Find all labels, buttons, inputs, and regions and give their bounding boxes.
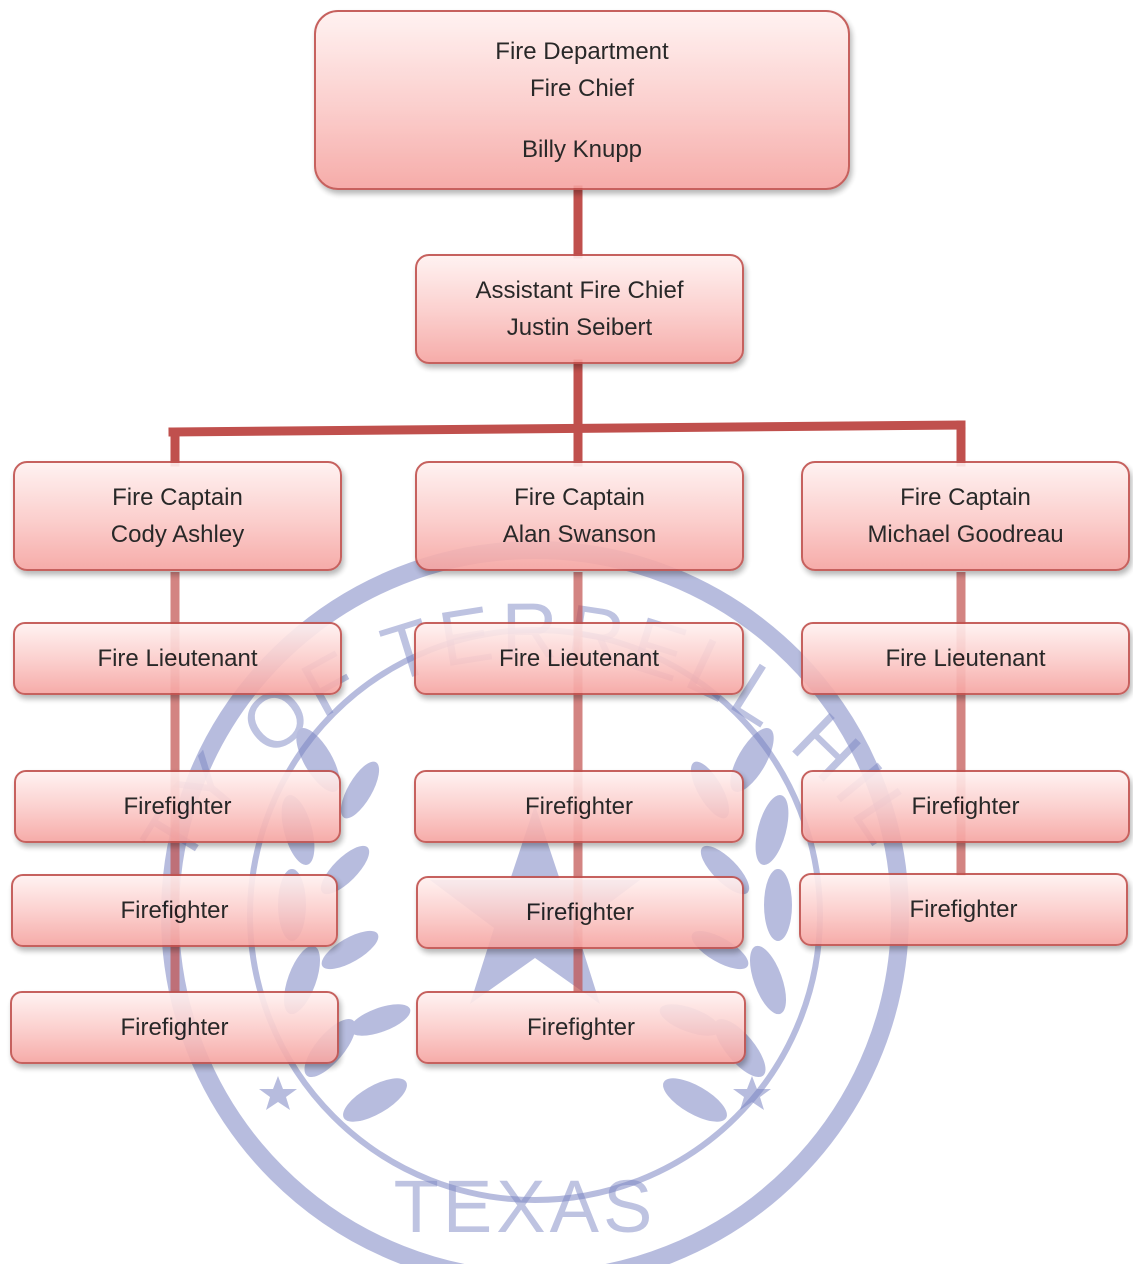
- assistant-chief-title: Assistant Fire Chief: [475, 277, 684, 304]
- firefighter-label: Firefighter: [123, 793, 232, 820]
- firefighter-box-1-3: Firefighter: [10, 991, 339, 1064]
- firefighter-label: Firefighter: [524, 793, 634, 820]
- lieutenant-box-1: Fire Lieutenant: [13, 622, 342, 695]
- seal-bottom-text: TEXAS: [394, 1165, 657, 1248]
- firefighter-box-3-2: Firefighter: [799, 873, 1128, 946]
- firefighter-box-1-2: Firefighter: [11, 874, 338, 947]
- captain-box-3: Fire Captain Michael Goodreau: [801, 461, 1130, 571]
- seal-small-star-left-icon: [259, 1076, 297, 1110]
- fire-chief-title: Fire Chief: [529, 74, 635, 102]
- fire-chief-box: Fire Department Fire Chief Billy Knupp: [314, 10, 850, 190]
- firefighter-label: Firefighter: [120, 897, 229, 924]
- captain-name: Cody Ashley: [110, 521, 245, 548]
- lieutenant-label: Fire Lieutenant: [97, 645, 258, 672]
- assistant-chief-name: Justin Seibert: [506, 314, 653, 341]
- captain-title: Fire Captain: [900, 484, 1031, 511]
- captain-title: Fire Captain: [112, 484, 243, 511]
- firefighter-label: Firefighter: [525, 899, 635, 926]
- firefighter-label: Firefighter: [120, 1014, 229, 1041]
- assistant-chief-box: Assistant Fire Chief Justin Seibert: [415, 254, 744, 364]
- firefighter-box-2-1: Firefighter: [414, 770, 744, 843]
- firefighter-label: Firefighter: [909, 896, 1018, 923]
- lieutenant-label: Fire Lieutenant: [498, 645, 660, 672]
- firefighter-box-2-2: Firefighter: [416, 876, 744, 949]
- lieutenant-box-2: Fire Lieutenant: [414, 622, 744, 695]
- captain-name: Alan Swanson: [502, 521, 657, 548]
- lieutenant-box-3: Fire Lieutenant: [801, 622, 1130, 695]
- seal-small-star-right-icon: [733, 1076, 771, 1110]
- captain-name: Michael Goodreau: [867, 521, 1064, 548]
- connector-horizontal-bus: [168, 420, 966, 437]
- captain-box-1: Fire Captain Cody Ashley: [13, 461, 342, 571]
- captain-box-2: Fire Captain Alan Swanson: [415, 461, 744, 571]
- firefighter-box-2-3: Firefighter: [416, 991, 746, 1064]
- firefighter-label: Firefighter: [911, 793, 1020, 820]
- firefighter-box-3-1: Firefighter: [801, 770, 1130, 843]
- lieutenant-label: Fire Lieutenant: [885, 645, 1046, 672]
- captain-title: Fire Captain: [514, 484, 645, 511]
- department-label: Fire Department: [495, 37, 669, 65]
- fire-chief-name: Billy Knupp: [521, 135, 643, 163]
- firefighter-label: Firefighter: [526, 1014, 636, 1041]
- firefighter-box-1-1: Firefighter: [14, 770, 341, 843]
